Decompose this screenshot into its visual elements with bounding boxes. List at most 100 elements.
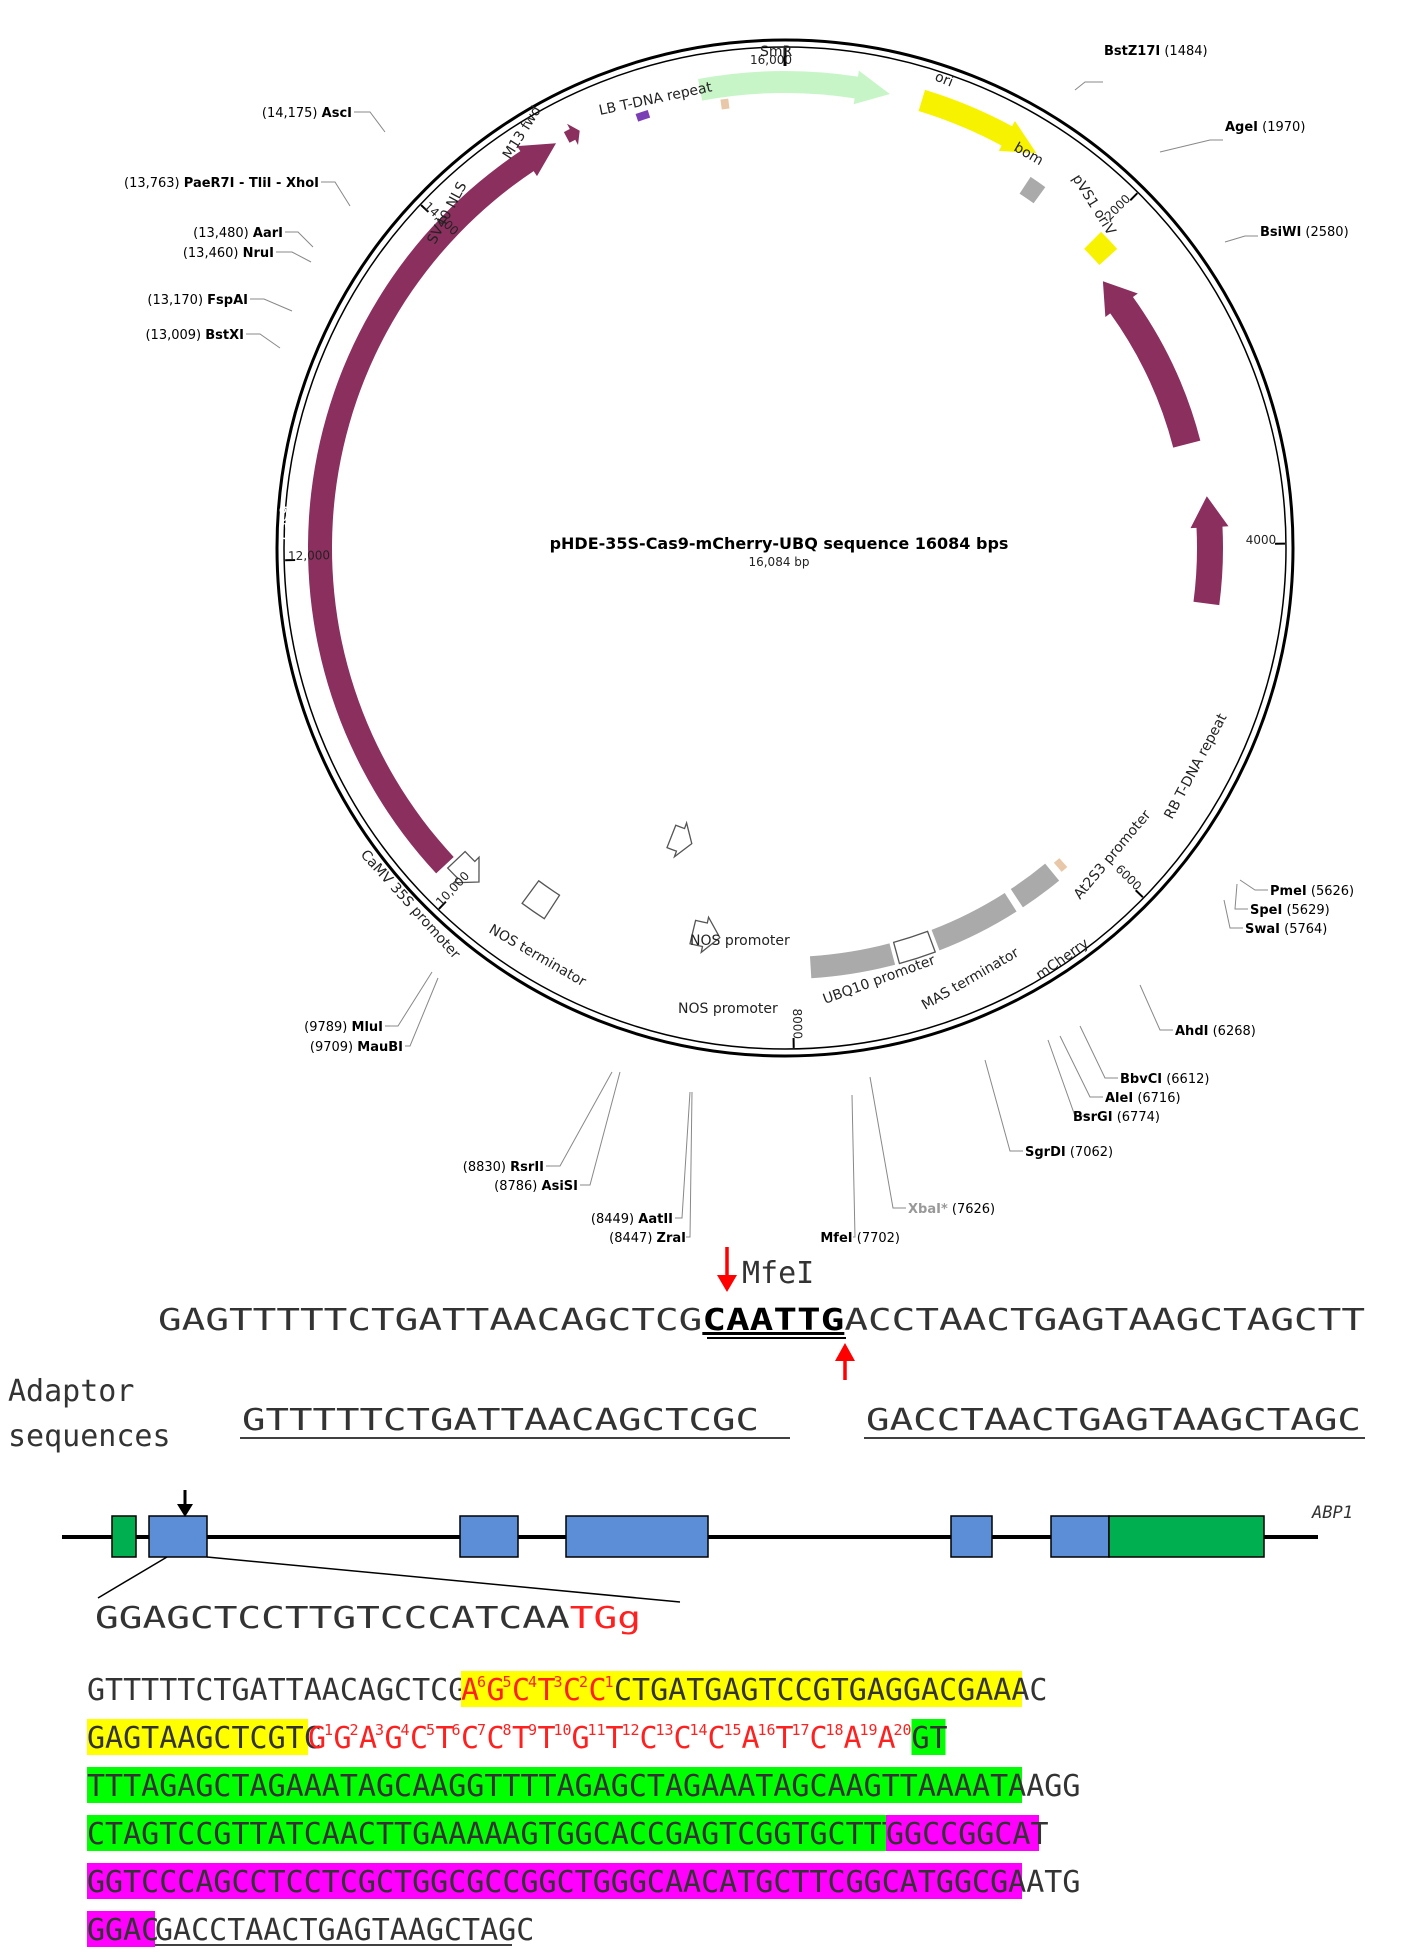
construct-segment: T bbox=[512, 1721, 530, 1756]
highlight-yellow bbox=[87, 1719, 308, 1755]
feature-sv40-nls-16 bbox=[563, 123, 580, 146]
highlight-green bbox=[87, 1767, 1022, 1803]
position-superscript: 19 bbox=[860, 1721, 878, 1739]
exon-1 bbox=[148, 1515, 208, 1558]
feature-cas9-15 bbox=[308, 143, 557, 874]
construct-segment: TTTAGAGCTAGAAATAGCAAGGTTTTAGAGCTAGAAATAG… bbox=[87, 1769, 1080, 1804]
position-superscript: 6 bbox=[477, 1673, 486, 1691]
site-aatii: (8449) AatII bbox=[591, 1212, 673, 1227]
position-superscript: 11 bbox=[588, 1721, 606, 1739]
plasmid-backbone-outer bbox=[275, 38, 1295, 1058]
construct-segment: GTTTTTCTGATTAACAGCTCGC bbox=[87, 1673, 484, 1708]
site-bsiwi: BsiWI (2580) bbox=[1260, 225, 1349, 240]
feature-pvs1-oriv-3 bbox=[1084, 231, 1118, 265]
highlight-yellow bbox=[588, 1671, 614, 1707]
site-pmei: PmeI (5626) bbox=[1270, 884, 1354, 899]
zoom-line-left bbox=[97, 1556, 168, 1599]
position-superscript: 16 bbox=[758, 1721, 776, 1739]
target-arrow-head bbox=[177, 1504, 193, 1517]
site-fspai: (13,170) FspAI bbox=[147, 293, 248, 308]
exon-5 bbox=[1050, 1515, 1110, 1558]
leader-maubi bbox=[405, 977, 439, 1047]
tick-mark bbox=[1134, 889, 1144, 898]
feature-label-nos-term: NOS terminator bbox=[486, 922, 589, 991]
position-superscript: 3 bbox=[554, 1673, 563, 1691]
construct-segment: T bbox=[538, 1721, 556, 1756]
construct-segment: C bbox=[640, 1721, 658, 1756]
highlight-yellow bbox=[461, 1671, 487, 1707]
leader-swai bbox=[1223, 899, 1243, 929]
construct-segment: C bbox=[589, 1673, 607, 1708]
feature-bom-2 bbox=[1019, 176, 1046, 204]
feature-label-mas-term: MAS terminator bbox=[919, 945, 1022, 1014]
exon-4 bbox=[950, 1515, 993, 1558]
tick-mark bbox=[438, 900, 447, 910]
site-bstxi: (13,009) BstXI bbox=[145, 328, 244, 343]
highlight-yellow bbox=[512, 1671, 538, 1707]
construct-segment: GACCTAACTGAGTAAGCTAGC bbox=[155, 1913, 534, 1948]
construct-segment: A bbox=[359, 1721, 377, 1756]
utr-5prime bbox=[111, 1515, 137, 1558]
position-superscript: 10 bbox=[554, 1721, 572, 1739]
construct-segment: GT bbox=[912, 1721, 948, 1756]
site-sgrdi: SgrDI (7062) bbox=[1025, 1145, 1113, 1160]
leader-mfei bbox=[851, 1094, 856, 1238]
leader-ahdi bbox=[1139, 984, 1173, 1031]
feature-smr-0 bbox=[698, 70, 890, 105]
feature-label-pvs1-repa: pVS1 RepA bbox=[1156, 271, 1200, 349]
position-superscript: 4 bbox=[528, 1673, 537, 1691]
position-superscript: 1 bbox=[324, 1721, 333, 1739]
adaptor-right-seq: GACCTAACTGAGTAAGCTAGC bbox=[866, 1403, 1361, 1438]
position-superscript: 5 bbox=[503, 1673, 512, 1691]
tick-label: 4000 bbox=[1246, 533, 1277, 547]
leader-asci bbox=[354, 111, 386, 133]
site-asci: (14,175) AscI bbox=[262, 106, 352, 121]
leader-bstxi bbox=[246, 333, 281, 349]
adaptor-label-line2: sequences bbox=[8, 1419, 171, 1454]
feature-ori-1 bbox=[918, 89, 1037, 154]
construct-segment: C bbox=[563, 1673, 581, 1708]
mfei-label: MfeI bbox=[742, 1256, 814, 1291]
construct-segment: GGCCGGCAT bbox=[886, 1817, 1049, 1852]
zoom-line-right bbox=[206, 1556, 681, 1603]
highlight-green bbox=[911, 1719, 946, 1755]
leader-bstz17i bbox=[1074, 81, 1103, 91]
construct-segment: A bbox=[878, 1721, 896, 1756]
feature-nos-terminator-13 bbox=[521, 879, 561, 920]
site-mfei: MfeI (7702) bbox=[820, 1231, 900, 1246]
position-superscript: 2 bbox=[350, 1721, 359, 1739]
tick-label: 8000 bbox=[790, 1008, 805, 1039]
feature-label-smr: SmR bbox=[760, 44, 793, 60]
highlight-magenta bbox=[886, 1815, 1039, 1851]
exon-2 bbox=[459, 1515, 519, 1558]
position-superscript: 7 bbox=[477, 1721, 486, 1739]
leader-agei bbox=[1159, 139, 1223, 153]
highlight-magenta bbox=[87, 1863, 1022, 1899]
exon-3 bbox=[565, 1515, 709, 1558]
construct-segment: C bbox=[410, 1721, 428, 1756]
highlight-yellow bbox=[614, 1671, 1022, 1707]
feature-label-at2s3: At2S3 promoter bbox=[1071, 807, 1155, 902]
adaptor-block: Adaptor sequences GTTTTTCTGATTAACAGCTCGC… bbox=[8, 1374, 1365, 1454]
position-superscript: 15 bbox=[724, 1721, 742, 1739]
feature-nos-promoter-12 bbox=[689, 915, 721, 955]
highlight-magenta bbox=[87, 1911, 155, 1947]
position-superscript: 17 bbox=[792, 1721, 810, 1739]
construct-segment: GGAC bbox=[87, 1913, 159, 1948]
position-superscript: 9 bbox=[528, 1721, 537, 1739]
plasmid-title: pHDE-35S-Cas9-mCherry-UBQ sequence 16084… bbox=[550, 534, 1009, 553]
site-agei: AgeI (1970) bbox=[1225, 120, 1305, 135]
construct-segment: T bbox=[606, 1721, 624, 1756]
construct-segment: C bbox=[810, 1721, 828, 1756]
construct-segment: GAGTAAGCTCGTC bbox=[87, 1721, 322, 1756]
site-nrui: (13,460) NruI bbox=[183, 246, 274, 261]
highlight-yellow bbox=[537, 1671, 563, 1707]
sites-right: BstZ17I (1484) AgeI (1970) BsiWI (2580) … bbox=[908, 44, 1354, 1217]
feature-layer bbox=[308, 70, 1229, 979]
sites-left: (14,175) AscI (13,763) PaeR7I - TliI - X… bbox=[124, 106, 900, 1246]
construct-segment: A bbox=[742, 1721, 760, 1756]
position-superscript: 2 bbox=[579, 1673, 588, 1691]
